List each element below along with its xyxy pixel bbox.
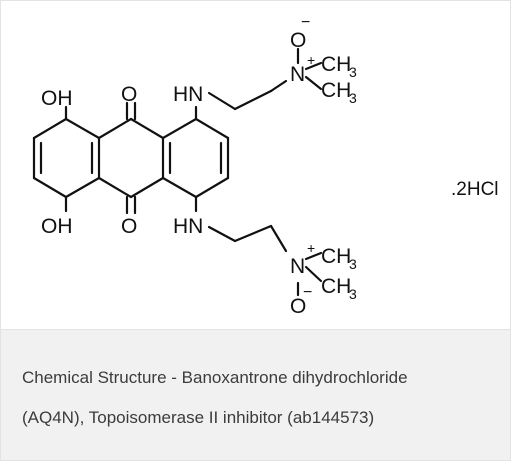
caption-line-1: Chemical Structure - Banoxantrone dihydr… [22, 368, 408, 387]
minus-charge-top: − [301, 14, 310, 31]
methyl-top-2-label: CH [321, 79, 351, 102]
hydroxyl-bottom-label: OH [41, 215, 73, 238]
n-oxide-oxygen-top-label: O [290, 29, 306, 52]
methyl-bottom-2-subscript: 3 [349, 286, 357, 302]
methyl-top-1-subscript: 3 [349, 64, 357, 80]
image-caption: Chemical Structure - Banoxantrone dihydr… [1, 330, 510, 460]
chemical-structure-drawing: OH O HN OH O HN O − N + CH 3 CH 3 N + CH… [32, 14, 499, 318]
chemical-structure-figure: OH O HN OH O HN O − N + CH 3 CH 3 N + CH… [1, 1, 510, 330]
nitrogen-top-label: N [290, 63, 305, 86]
nitrogen-bottom-label: N [290, 255, 305, 278]
bond-lines [32, 47, 323, 297]
caption-line-2: (AQ4N), Topoisomerase II inhibitor (ab14… [22, 408, 375, 427]
amine-top-label: HN [173, 83, 203, 106]
salt-label: .2HCl [451, 179, 499, 200]
n-oxide-oxygen-bottom-label: O [290, 295, 306, 318]
methyl-bottom-1-label: CH [321, 245, 351, 268]
carbonyl-oxygen-bottom-label: O [121, 215, 137, 238]
methyl-bottom-2-label: CH [321, 275, 351, 298]
methyl-bottom-1-subscript: 3 [349, 256, 357, 272]
minus-charge-bottom: − [303, 284, 312, 301]
carbonyl-oxygen-top-label: O [121, 83, 137, 106]
methyl-top-2-subscript: 3 [349, 90, 357, 106]
methyl-top-1-label: CH [321, 53, 351, 76]
plus-charge-bottom: + [307, 240, 315, 256]
amine-bottom-label: HN [173, 215, 203, 238]
plus-charge-top: + [307, 52, 315, 68]
hydroxyl-top-label: OH [41, 87, 73, 110]
